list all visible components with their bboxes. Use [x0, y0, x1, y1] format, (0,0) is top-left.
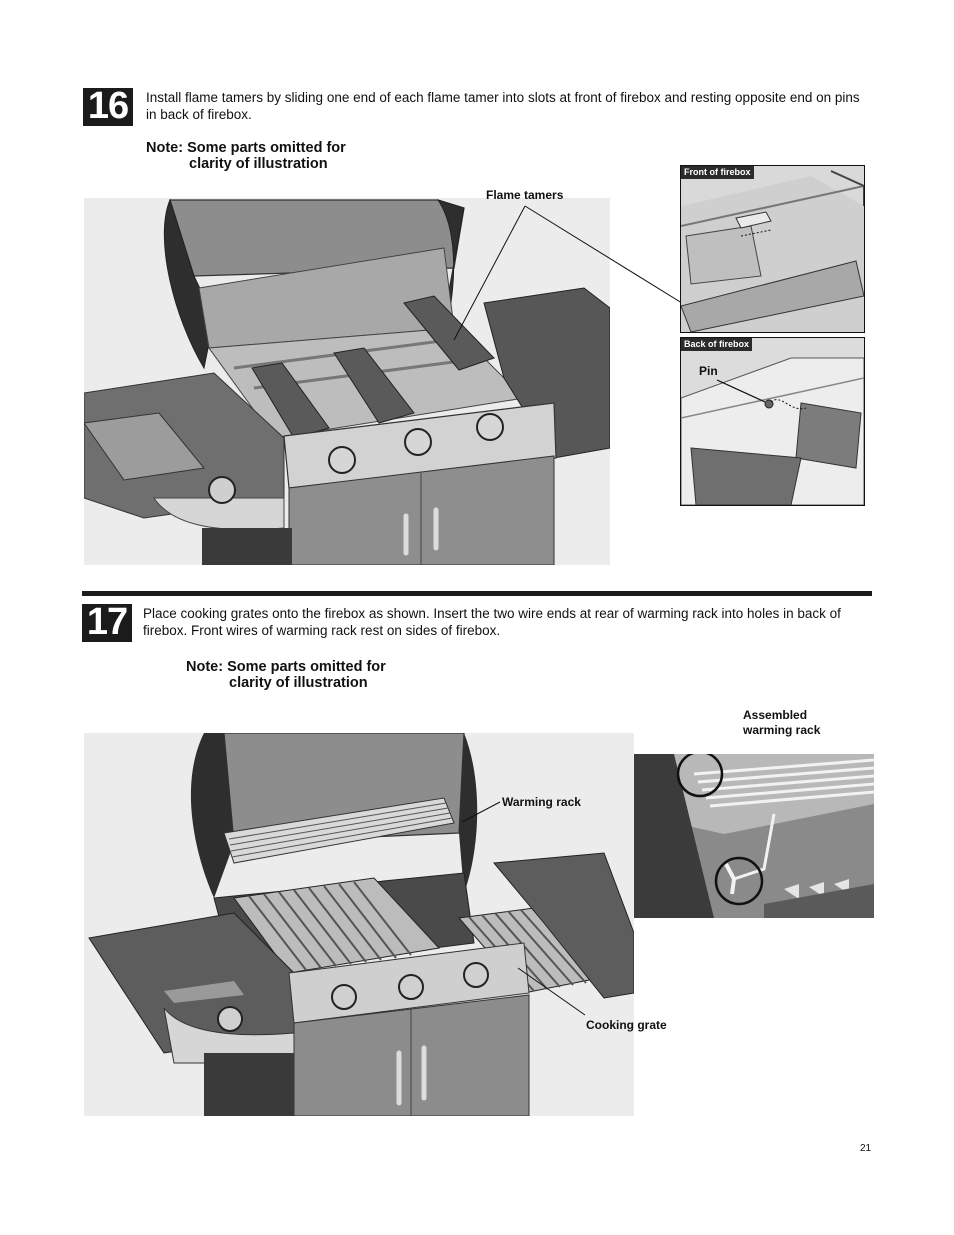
step-17-number: 17: [82, 603, 132, 642]
warming-rack-callout: Warming rack: [502, 795, 581, 809]
step-17-note: Note: Some parts omitted for clarity of …: [186, 659, 446, 691]
inset-front-of-firebox: Front of firebox: [680, 165, 865, 333]
note-line-1: Note: Some parts omitted for: [146, 140, 346, 156]
assembled-warming-rack-detail: [634, 754, 874, 918]
section-divider: [82, 591, 872, 596]
inset-back-title: Back of firebox: [681, 338, 753, 351]
inset-back-of-firebox: Back of firebox Pin: [680, 337, 865, 506]
assembled-warming-rack-title: Assembled warming rack: [743, 708, 820, 738]
grill-illustration-cooking-grates: [84, 733, 634, 1116]
note-line-1: Note: Some parts omitted for: [186, 659, 386, 675]
note-line-2: clarity of illustration: [229, 675, 368, 691]
cooking-grate-callout: Cooking grate: [586, 1018, 667, 1032]
flame-tamers-callout: Flame tamers: [486, 188, 564, 202]
step-16-note: Note: Some parts omitted for clarity of …: [146, 140, 406, 172]
inset-title-line-1: Assembled: [743, 708, 808, 722]
front-firebox-detail: [681, 170, 864, 332]
inset-front-title: Front of firebox: [681, 166, 754, 179]
step-16-instruction: Install flame tamers by sliding one end …: [146, 90, 860, 122]
flame-tamers-leader-lines: [453, 205, 691, 341]
step-16-number: 16: [83, 87, 133, 126]
page-number: 21: [860, 1143, 872, 1154]
grill-illustration-flame-tamers: [84, 198, 610, 565]
note-line-2: clarity of illustration: [189, 156, 328, 172]
pin-callout: Pin: [699, 364, 718, 378]
step-17-instruction: Place cooking grates onto the firebox as…: [143, 606, 841, 638]
back-firebox-detail: [681, 357, 864, 505]
inset-title-line-2: warming rack: [743, 723, 821, 737]
step-17-leader-lines: [461, 801, 586, 1016]
